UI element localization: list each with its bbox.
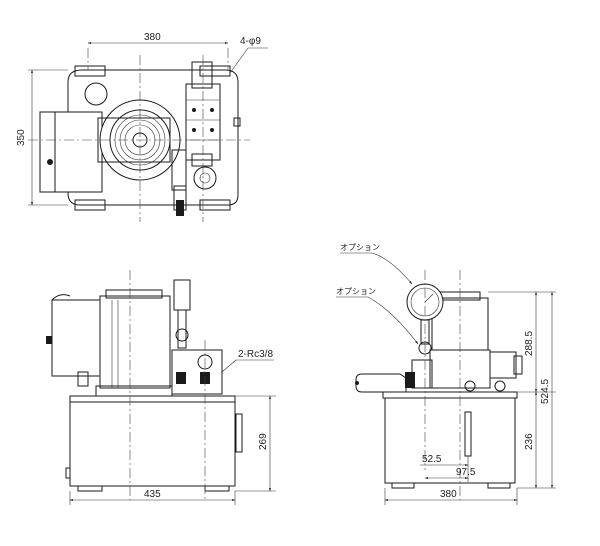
side-view-tank-foot [391,482,415,489]
front-view-motor [99,295,171,389]
top-view-valve-solenoid [191,153,213,167]
top-view-gauge-stem [171,149,187,191]
top-view-foot [74,199,106,211]
top-view-gauge-fitting [176,200,184,216]
side-view-tank [384,397,516,484]
top-view-lug [233,117,241,127]
top-view-width-dim: 380 [144,32,161,43]
side-view-fitting [411,359,433,389]
side-view-option-label-2: オプション [336,287,376,296]
side-view-valve-plug [464,380,476,392]
side-view-offset-dim-1: 52.5 [422,454,442,465]
front-view-width-dim: 435 [144,489,161,500]
side-view-offset-dim-2: 97.5 [456,467,476,478]
front-view-port-fitting [176,372,186,384]
side-view-option-label-1: オプション [340,243,380,252]
front-view-junction-box [51,299,101,377]
top-view-base-plate [67,69,239,206]
side-view-valve-solenoid [513,355,523,375]
side-view-valve-plug [494,380,506,392]
side-view-left-fitting [405,372,415,388]
top-view-hole-callout: 4-φ9 [240,36,261,47]
front-view-motor-top [105,289,163,299]
top-view: 380 350 4-φ9 [16,32,268,222]
side-view-valve [489,351,517,379]
front-view-drain [65,467,71,479]
side-view-total-dim: 524.5 [540,379,551,404]
front-view-cable-gland [46,336,52,344]
side-view-hand-block [355,373,407,393]
side-view-tank-lid [382,391,518,399]
front-view-tank-foot [204,485,230,492]
top-view-foot [199,199,231,211]
front-view-valve-knob [175,328,189,342]
top-view-junction-box [39,111,103,193]
top-view-manifold-port [199,172,211,184]
top-view-motor-body [97,117,171,163]
front-view-tank [69,395,236,487]
front-view-port-label: 2-Rc3/8 [238,349,273,360]
front-view-gauge-head [173,279,191,311]
top-view-gland [47,159,53,165]
top-view-foot [199,65,231,77]
front-view-gauge-stem [177,309,187,349]
front-view-cable-gland [77,371,89,387]
top-view-filler-cap [84,82,108,106]
top-view-height-dim: 350 [16,129,27,146]
side-view-width-dim: 380 [440,489,457,500]
top-view-foot [74,65,106,77]
top-view-manifold-port [193,166,217,190]
side-view: オプション オプション 288.5 524.5 236 52.5 97.5 38… [336,243,556,505]
side-view-tank-foot [487,482,511,489]
front-view-sight-glass [235,413,243,453]
side-view-upper-dim: 288.5 [524,331,535,356]
front-view-tank-foot [77,485,103,492]
front-view-tank-height-dim: 269 [258,433,269,450]
front-view: 2-Rc3/8 269 435 [46,270,276,505]
side-view-mount-stud [355,381,359,385]
top-view-valve-solenoid [191,61,213,89]
side-view-tank-dim: 236 [524,433,535,450]
